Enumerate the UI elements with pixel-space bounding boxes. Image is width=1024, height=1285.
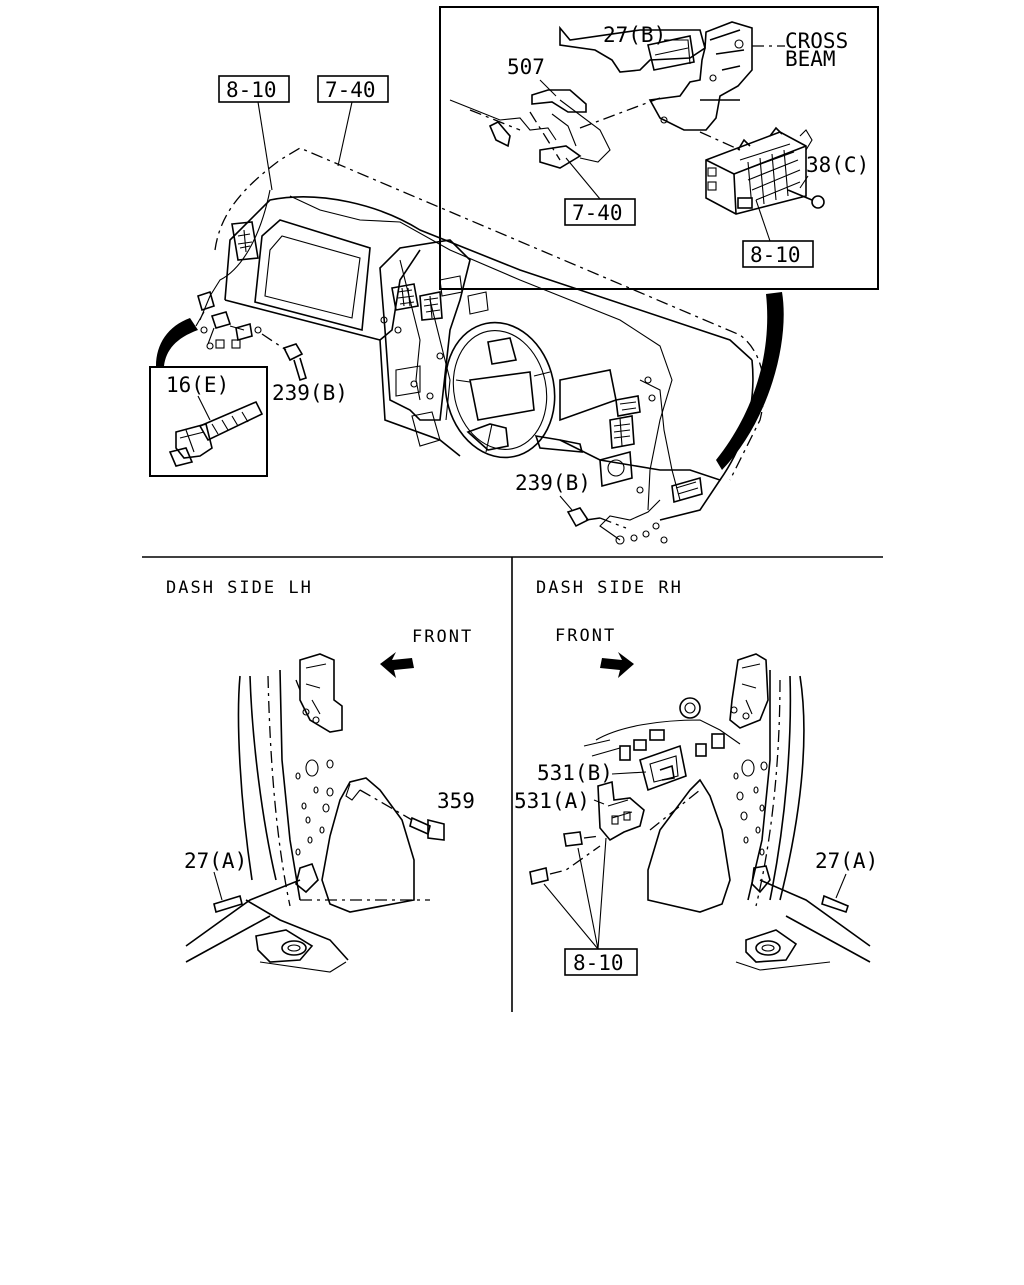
floor-drain-lh <box>255 929 347 973</box>
panel-dash-side-rh: DASH SIDE RH FRONT <box>514 578 878 976</box>
front-arrow-lh <box>380 652 414 678</box>
ref-8-10-rh: 8-10 <box>573 951 624 975</box>
screw-38c <box>787 189 825 209</box>
front-arrow-rh <box>600 652 634 678</box>
front-label-lh: FRONT <box>412 627 473 647</box>
ref-box-7-40-inset <box>564 198 636 226</box>
wheel-arch-lh <box>321 777 415 913</box>
harness-rh <box>583 697 741 761</box>
bolt-239b-left <box>261 333 307 382</box>
floor-drain-rh <box>735 929 831 971</box>
leader-arrow-right <box>716 292 784 470</box>
upper-bracket-rh <box>729 653 769 729</box>
instrument-cluster <box>254 219 371 332</box>
label-cross-beam-2: BEAM <box>785 47 836 71</box>
steering-wheel <box>444 321 556 459</box>
label-27a-rh: 27(A) <box>815 849 878 873</box>
bracket-531a <box>597 780 645 842</box>
ref-box-8-10-rh <box>564 948 638 976</box>
ref-box-8-10-inset <box>742 240 814 268</box>
control-unit-531b <box>639 744 687 792</box>
bolt-359 <box>359 789 445 841</box>
label-531a: 531(A) <box>514 789 590 813</box>
wheel-arch-rh <box>647 778 731 913</box>
clip-27a-lh <box>213 894 243 914</box>
label-239b-left: 239(B) <box>272 381 348 405</box>
ref-8-10-inset: 8-10 <box>750 243 801 267</box>
clip-inset-frame <box>149 366 268 477</box>
right-vents <box>609 395 641 449</box>
title-dash-side-rh: DASH SIDE RH <box>536 578 683 598</box>
ref-8-10-dash: 8-10 <box>226 78 277 102</box>
label-cross-beam-1: CROSS <box>785 29 848 53</box>
label-38c: 38(C) <box>806 153 869 177</box>
title-dash-side-lh: DASH SIDE LH <box>166 578 313 598</box>
panel-dash-side-lh: DASH SIDE LH FRONT <box>166 578 475 973</box>
ref-box-7-40-dash <box>317 75 389 103</box>
side-panel-holes-rh <box>733 759 771 894</box>
ref-7-40-inset: 7-40 <box>572 201 623 225</box>
clip-27a-rh <box>821 894 849 914</box>
label-239b-right: 239(B) <box>515 471 591 495</box>
clip-16e <box>168 400 264 467</box>
upper-bracket-lh <box>295 653 343 733</box>
dashboard-assembly: 8-10 7-40 239(B) 239(B) <box>156 75 765 545</box>
center-console <box>379 239 471 421</box>
label-531b: 531(B) <box>537 761 613 785</box>
relay-block <box>699 126 813 215</box>
inset-frame <box>439 6 879 290</box>
center-vents <box>391 283 443 321</box>
front-label-rh: FRONT <box>555 626 616 646</box>
left-connectors <box>195 290 262 350</box>
inset-cross-beam: 27(B) CROSS BEAM 507 38(C) 7-40 8-10 <box>439 6 879 470</box>
ref-7-40-dash: 7-40 <box>325 78 376 102</box>
left-vent <box>231 221 259 261</box>
label-27b: 27(B) <box>603 23 666 47</box>
inset-clip: 16(E) <box>149 366 268 477</box>
bracket-507 <box>449 89 661 169</box>
right-connectors <box>566 499 668 545</box>
mounting-bolts-rh <box>529 831 601 885</box>
label-507: 507 <box>507 55 545 79</box>
ref-box-8-10-dash <box>218 75 290 103</box>
label-16e: 16(E) <box>166 373 229 397</box>
side-panel-holes-lh <box>295 759 334 894</box>
label-359: 359 <box>437 789 475 813</box>
cross-beam-bracket <box>559 21 785 131</box>
leader-arrow-left <box>156 318 198 366</box>
label-27a-lh: 27(A) <box>184 849 247 873</box>
